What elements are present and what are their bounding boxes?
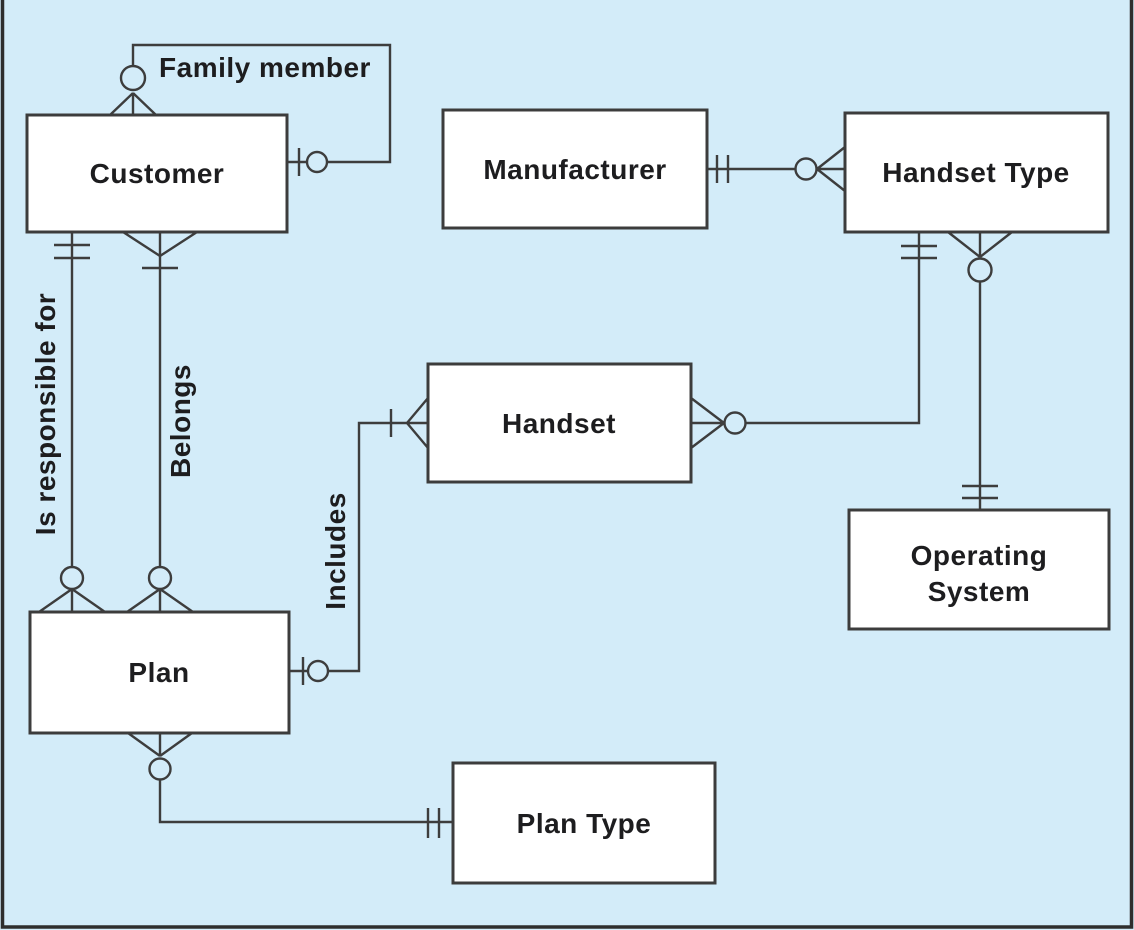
- entity-handset-type: Handset Type: [843, 111, 1110, 234]
- entity-handset-box: [426, 362, 693, 484]
- entity-handset: Handset: [426, 362, 693, 484]
- entity-plan-type-label: Plan Type: [517, 808, 652, 839]
- entity-operating-system: Operating System: [847, 508, 1111, 631]
- cardinality-double-bar-icon: [54, 243, 90, 260]
- entity-handset-label: Handset: [502, 408, 616, 439]
- relationship-label-is-responsible-for: Is responsible for: [30, 293, 61, 535]
- cardinality-circle-icon: [794, 157, 818, 181]
- entity-customer: Customer: [25, 113, 289, 234]
- crowsfoot-many-icon: [126, 588, 194, 613]
- relationship-handset-type-handset: [690, 232, 937, 449]
- relationship-line: [131, 43, 392, 164]
- relationship-plan-plan-type: [127, 732, 453, 838]
- relationship-manufacturer-handset-type: [707, 146, 846, 192]
- entity-handset-type-label: Handset Type: [882, 157, 1070, 188]
- relationship-line: [746, 232, 921, 425]
- entity-customer-label: Customer: [90, 158, 225, 189]
- entity-plan-type: Plan Type: [451, 761, 717, 885]
- entity-plan-box: [28, 610, 291, 735]
- entity-operating-system-label-line2: System: [928, 576, 1031, 607]
- relationship-is-responsible-for: [38, 232, 106, 613]
- relationship-label-belongs: Belongs: [165, 364, 196, 478]
- cardinality-circle-icon: [148, 757, 172, 781]
- relationship-label-includes: Includes: [320, 492, 351, 610]
- relationship-belongs: [122, 230, 198, 613]
- cardinality-double-bar-icon: [901, 244, 937, 260]
- cardinality-double-bar-icon: [962, 484, 998, 500]
- crowsfoot-many-icon: [947, 231, 1013, 258]
- cardinality-bar-icon: [287, 148, 307, 176]
- crowsfoot-many-icon: [816, 146, 846, 192]
- cardinality-bar-icon: [289, 657, 308, 685]
- relationship-line: [328, 421, 407, 673]
- cardinality-double-bar-icon: [715, 155, 730, 183]
- cardinality-circle-icon: [723, 411, 747, 435]
- entity-operating-system-label-line1: Operating: [911, 540, 1048, 571]
- entity-manufacturer-box: [441, 108, 709, 230]
- relationship-label-family-member: Family member: [159, 52, 371, 83]
- crowsfoot-many-icon: [109, 92, 157, 116]
- relationship-includes: [289, 397, 429, 685]
- cardinality-circle-icon: [967, 257, 993, 283]
- relationship-handset-type-operating-system: [947, 231, 1013, 510]
- relationship-family-member: [109, 43, 392, 176]
- crowsfoot-many-icon: [127, 732, 193, 757]
- entity-operating-system-box: [847, 508, 1111, 631]
- crowsfoot-many-icon: [38, 588, 106, 613]
- entity-plan: Plan: [28, 610, 291, 735]
- crowsfoot-many-icon: [406, 397, 429, 449]
- crowsfoot-many-icon: [690, 397, 725, 449]
- cardinality-double-bar-icon: [426, 808, 441, 838]
- entity-manufacturer-label: Manufacturer: [483, 154, 666, 185]
- entity-plan-label: Plan: [128, 657, 189, 688]
- entity-customer-box: [25, 113, 289, 234]
- entity-manufacturer: Manufacturer: [441, 108, 709, 230]
- entity-plan-type-box: [451, 761, 717, 885]
- entity-handset-type-box: [843, 111, 1110, 234]
- crowsfoot-many-icon: [122, 230, 198, 258]
- relationship-line: [158, 780, 453, 824]
